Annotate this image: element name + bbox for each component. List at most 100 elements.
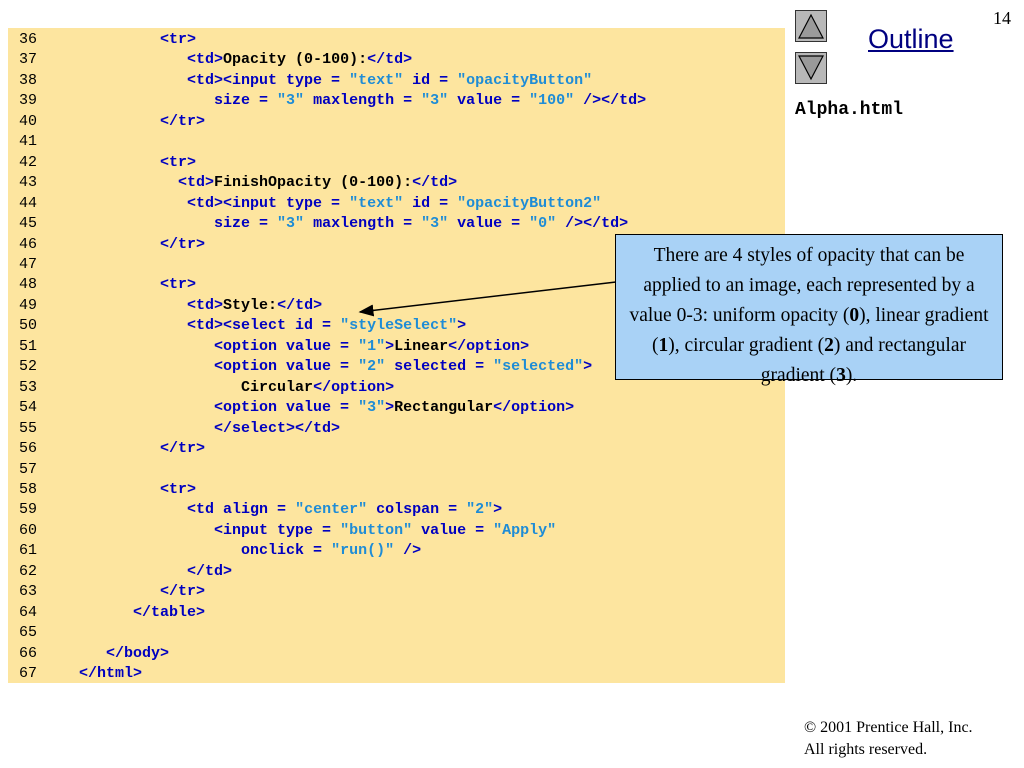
code-tag: </option> (313, 378, 395, 396)
line-number: 53 (19, 378, 38, 396)
line-number: 42 (19, 153, 38, 171)
code-line: 57 (19, 460, 646, 480)
next-slide-button[interactable] (795, 52, 827, 84)
callout-text: There are 4 styles of opacity that can b… (629, 245, 975, 326)
code-line: 65 (19, 623, 646, 643)
code-tag: > (457, 317, 467, 335)
code-line: 42 <tr> (19, 153, 646, 173)
code-string: "1" (358, 337, 386, 355)
code-string: "styleSelect" (340, 317, 458, 335)
code-line: 40 </tr> (19, 112, 646, 132)
code-string: "center" (295, 501, 368, 519)
line-number: 46 (19, 235, 38, 253)
line-number: 57 (19, 460, 38, 478)
code-tag: </td> (187, 562, 233, 580)
line-number: 65 (19, 624, 38, 642)
line-number: 39 (19, 92, 38, 110)
code-line: 52 <option value = "2" selected = "selec… (19, 357, 646, 377)
code-string: "Apply" (493, 521, 557, 539)
code-string: "text" (349, 71, 404, 89)
code-listing: 36 <tr> 37 <td>Opacity (0-100):</td>38 <t… (19, 30, 646, 685)
code-tag: </html> (79, 665, 143, 683)
code-tag: </td> (277, 296, 323, 314)
code-string: "opacityButton2" (457, 194, 602, 212)
code-tag: </body> (106, 644, 170, 662)
code-tag: /></td> (556, 215, 629, 233)
code-tag: </tr> (160, 440, 206, 458)
line-number: 40 (19, 112, 38, 130)
callout-value: 2 (824, 335, 834, 356)
code-text: Style: (223, 296, 278, 314)
code-line: 59 <td align = "center" colspan = "2"> (19, 500, 646, 520)
code-tag: <tr> (160, 480, 197, 498)
callout-text: ), circular gradient ( (668, 335, 825, 356)
line-number: 62 (19, 562, 38, 580)
code-string: "button" (340, 521, 413, 539)
code-line: 55 </select></td> (19, 419, 646, 439)
outline-link[interactable]: Outline (868, 24, 954, 54)
line-number: 51 (19, 337, 38, 355)
code-string: "2" (358, 358, 386, 376)
code-tag: </option> (448, 337, 530, 355)
line-number: 50 (19, 317, 38, 335)
code-string: "3" (277, 215, 305, 233)
code-tag: onclick = (241, 542, 332, 560)
line-number: 55 (19, 419, 38, 437)
code-tag: <td><input type = (187, 71, 350, 89)
copyright-symbol: © (804, 719, 817, 736)
file-name: Alpha.html (795, 100, 904, 120)
code-tag: > (385, 399, 395, 417)
code-tag: <option value = (214, 399, 359, 417)
code-tag: </select></td> (214, 419, 341, 437)
code-tag: <td><input type = (187, 194, 350, 212)
copyright-text: 2001 Prentice Hall, Inc. (816, 719, 973, 736)
code-tag: maxlength = (304, 215, 422, 233)
code-tag: <tr> (160, 276, 197, 294)
code-tag: </tr> (160, 235, 206, 253)
explanation-callout: There are 4 styles of opacity that can b… (615, 234, 1003, 386)
slide-number: 14 (993, 8, 1011, 28)
code-tag: > (583, 358, 593, 376)
code-text: Rectangular (394, 399, 494, 417)
code-line: 63 </tr> (19, 582, 646, 602)
line-number: 36 (19, 31, 38, 48)
code-line: 48 <tr> (19, 275, 646, 295)
callout-value: 3 (836, 365, 846, 386)
code-tag: size = (214, 215, 278, 233)
line-number: 56 (19, 440, 38, 458)
code-string: "100" (529, 92, 575, 110)
code-line: 60 <input type = "button" value = "Apply… (19, 521, 646, 541)
previous-slide-button[interactable] (795, 10, 827, 42)
code-string: "3" (421, 92, 449, 110)
line-number: 61 (19, 542, 38, 560)
line-number: 37 (19, 51, 38, 69)
code-text: Circular (241, 378, 314, 396)
code-string: "selected" (493, 358, 584, 376)
line-number: 54 (19, 399, 38, 417)
code-tag: </table> (133, 603, 206, 621)
code-tag: </option> (493, 399, 575, 417)
code-tag: <option value = (214, 337, 359, 355)
triangle-down-icon (798, 55, 824, 81)
code-line: 66 </body> (19, 644, 646, 664)
code-tag: selected = (385, 358, 494, 376)
code-tag: <input type = (214, 521, 341, 539)
code-line: 47 (19, 255, 646, 275)
code-line: 37 <td>Opacity (0-100):</td> (19, 50, 646, 70)
line-number: 38 (19, 71, 38, 89)
code-tag: <td> (187, 51, 224, 69)
line-number: 47 (19, 255, 38, 273)
code-line: 43 <td>FinishOpacity (0-100):</td> (19, 173, 646, 193)
line-number: 41 (19, 133, 38, 151)
code-tag: </td> (412, 174, 458, 192)
code-line: 49 <td>Style:</td> (19, 296, 646, 316)
code-line: 51 <option value = "1">Linear</option> (19, 337, 646, 357)
code-string: "3" (421, 215, 449, 233)
callout-value: 1 (658, 335, 669, 356)
code-line: 67 </html> (19, 664, 646, 684)
code-text: FinishOpacity (0-100): (214, 174, 413, 192)
line-number: 59 (19, 501, 38, 519)
line-number: 67 (19, 665, 38, 683)
code-tag: id = (403, 71, 458, 89)
code-tag: value = (412, 521, 494, 539)
